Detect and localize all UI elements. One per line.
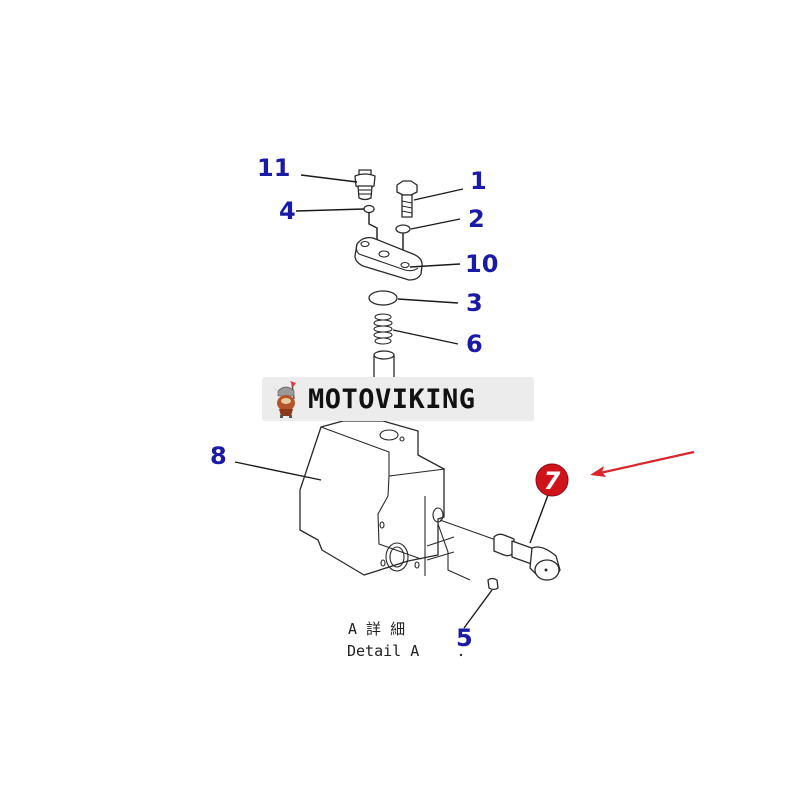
callout-6: 6 [466,330,483,358]
part-5-plug [437,523,499,591]
viking-mascot-icon [273,381,296,418]
part-4-oring [363,204,375,214]
callout-4: 4 [279,197,296,225]
caption-jp: A 詳 細 [348,620,405,638]
part-6-spring [373,313,393,345]
watermark-text: MOTOVIKING [308,383,476,415]
part-2-washer [395,224,411,234]
part-1-bolt [396,180,418,218]
part-10-flange [354,236,423,281]
caption-en: Detail A [347,642,419,660]
callout-2: 2 [468,205,485,233]
svg-text:7: 7 [544,467,561,495]
callout-8: 8 [210,442,227,470]
red-arrow-pointer [590,450,695,477]
part-8-valve-body [299,420,455,576]
callout-5: 5 [456,624,473,652]
part-7-relief-valve [439,519,561,581]
watermark-banner: MOTOVIKING [262,377,534,421]
callout-11: 11 [257,154,290,182]
callout-3: 3 [466,289,483,317]
part-11-fitting [354,169,376,201]
part-3-oring [368,290,398,306]
callout-7-highlight: 7 [535,463,569,497]
callout-10: 10 [465,250,498,278]
callout-1: 1 [470,167,487,195]
